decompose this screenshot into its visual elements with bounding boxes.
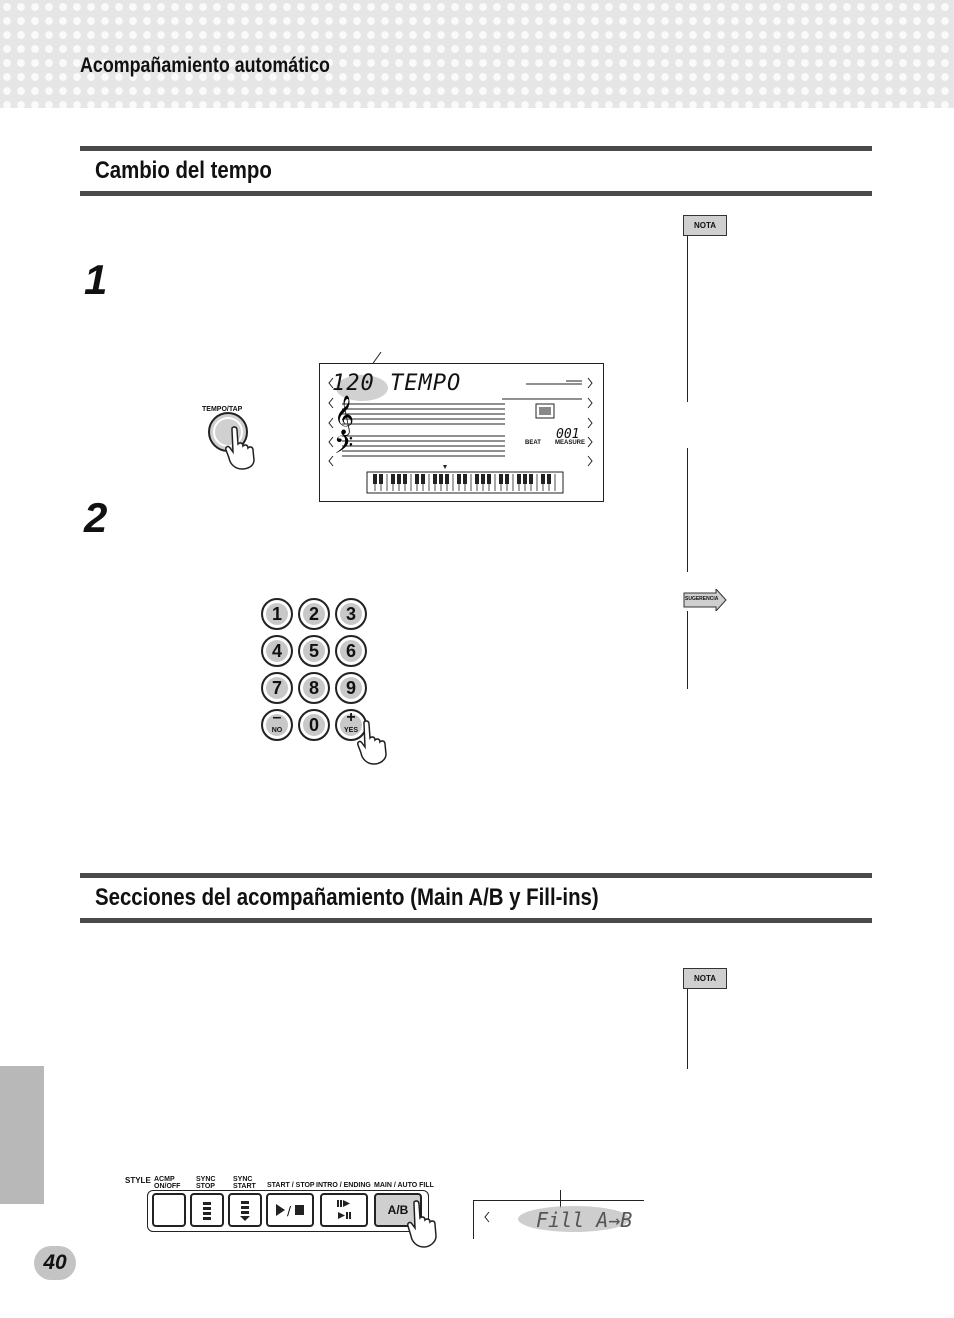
lcd-keyboard xyxy=(369,474,561,491)
keypad-no-button[interactable]: – NO xyxy=(261,709,293,741)
sync-start-button[interactable] xyxy=(228,1193,262,1227)
sync-stop-button[interactable] xyxy=(190,1193,224,1227)
lcd-beat-label: BEAT xyxy=(525,440,541,446)
intro-ending-icon xyxy=(337,1200,351,1219)
callout-line xyxy=(560,1190,561,1208)
svg-text:𝄢: 𝄢 xyxy=(334,431,353,466)
lcd-display-fill: Fill A→B xyxy=(473,1200,644,1239)
keypad-6-button[interactable]: 6 xyxy=(335,635,367,667)
chapter-title: Acompañamiento automático xyxy=(80,54,330,77)
lcd-measure-value: 001 xyxy=(556,427,580,442)
keypad-0-button[interactable]: 0 xyxy=(298,709,330,741)
margin-rule xyxy=(687,448,688,572)
margin-rule xyxy=(687,611,688,689)
tempo-tap-label: TEMPO/TAP xyxy=(202,406,243,413)
acmp-on-off-button[interactable] xyxy=(152,1193,186,1227)
play-stop-icon: / xyxy=(276,1204,304,1218)
keypad-9-button[interactable]: 9 xyxy=(335,672,367,704)
section-title-tempo: Cambio del tempo xyxy=(95,157,272,184)
start-stop-label: START / STOP xyxy=(267,1182,315,1189)
pressing-hand-icon xyxy=(357,720,387,765)
style-panel xyxy=(147,1190,429,1232)
sugerencia-tag: SUGERENCIA xyxy=(683,589,727,611)
sync-start-label: SYNC START xyxy=(233,1176,256,1190)
lcd-fill-text: Fill A→B xyxy=(536,1208,633,1232)
page-number: 40 xyxy=(34,1246,76,1280)
margin-rule xyxy=(687,989,688,1069)
svg-text:/: / xyxy=(287,1204,292,1218)
margin-rule xyxy=(687,236,688,402)
keypad-1-button[interactable]: 1 xyxy=(261,598,293,630)
no-label: NO xyxy=(271,727,283,734)
lcd-tempo-value: 120 xyxy=(332,371,375,396)
header-band xyxy=(0,0,954,108)
lcd-measure-label: MEASURE xyxy=(555,440,586,446)
start-stop-button[interactable]: / xyxy=(266,1193,314,1227)
keypad-4-button[interactable]: 4 xyxy=(261,635,293,667)
section-rule-top xyxy=(80,146,872,151)
lcd-graphics: 𝄞 𝄢 xyxy=(328,375,593,494)
keypad-7-button[interactable]: 7 xyxy=(261,672,293,704)
step-number-1: 1 xyxy=(84,256,108,303)
section-rule-bottom xyxy=(80,191,872,196)
minus-icon: – xyxy=(272,709,282,726)
step-number-2: 2 xyxy=(84,494,108,541)
side-tab xyxy=(0,1066,44,1204)
intro-ending-button[interactable] xyxy=(320,1193,368,1227)
nota-tag: NOTA xyxy=(683,215,727,236)
section-title-accompaniment: Secciones del acompañamiento (Main A/B y… xyxy=(95,884,599,911)
lcd-tempo-label: TEMPO xyxy=(390,371,462,396)
pressing-hand-icon xyxy=(407,1200,437,1248)
bars-down-icon xyxy=(240,1201,250,1221)
keypad-3-button[interactable]: 3 xyxy=(335,598,367,630)
intro-ending-label: INTRO / ENDING xyxy=(316,1182,371,1189)
style-label: STYLE xyxy=(125,1176,151,1185)
nota-tag: NOTA xyxy=(683,968,727,989)
section-rule-bottom xyxy=(80,918,872,923)
sugerencia-label: SUGERENCIA xyxy=(685,596,719,602)
tempo-tap-button[interactable]: TEMPO/TAP xyxy=(200,400,270,470)
acmp-label: ACMP ON/OFF xyxy=(154,1176,181,1190)
pressing-hand-icon xyxy=(225,426,255,470)
yes-label: YES xyxy=(343,727,358,734)
lcd-display-tempo: 𝄞 𝄢 120 TEMPO 001 BEAT MEASURE xyxy=(319,363,604,502)
plus-icon: + xyxy=(346,709,356,726)
section-rule-top xyxy=(80,873,872,878)
keypad-5-button[interactable]: 5 xyxy=(298,635,330,667)
keypad-2-button[interactable]: 2 xyxy=(298,598,330,630)
keypad-8-button[interactable]: 8 xyxy=(298,672,330,704)
sync-stop-label: SYNC STOP xyxy=(196,1176,216,1190)
bars-icon xyxy=(203,1202,211,1220)
main-auto-fill-label: MAIN / AUTO FILL xyxy=(374,1182,434,1189)
svg-text:𝄞: 𝄞 xyxy=(334,395,354,436)
